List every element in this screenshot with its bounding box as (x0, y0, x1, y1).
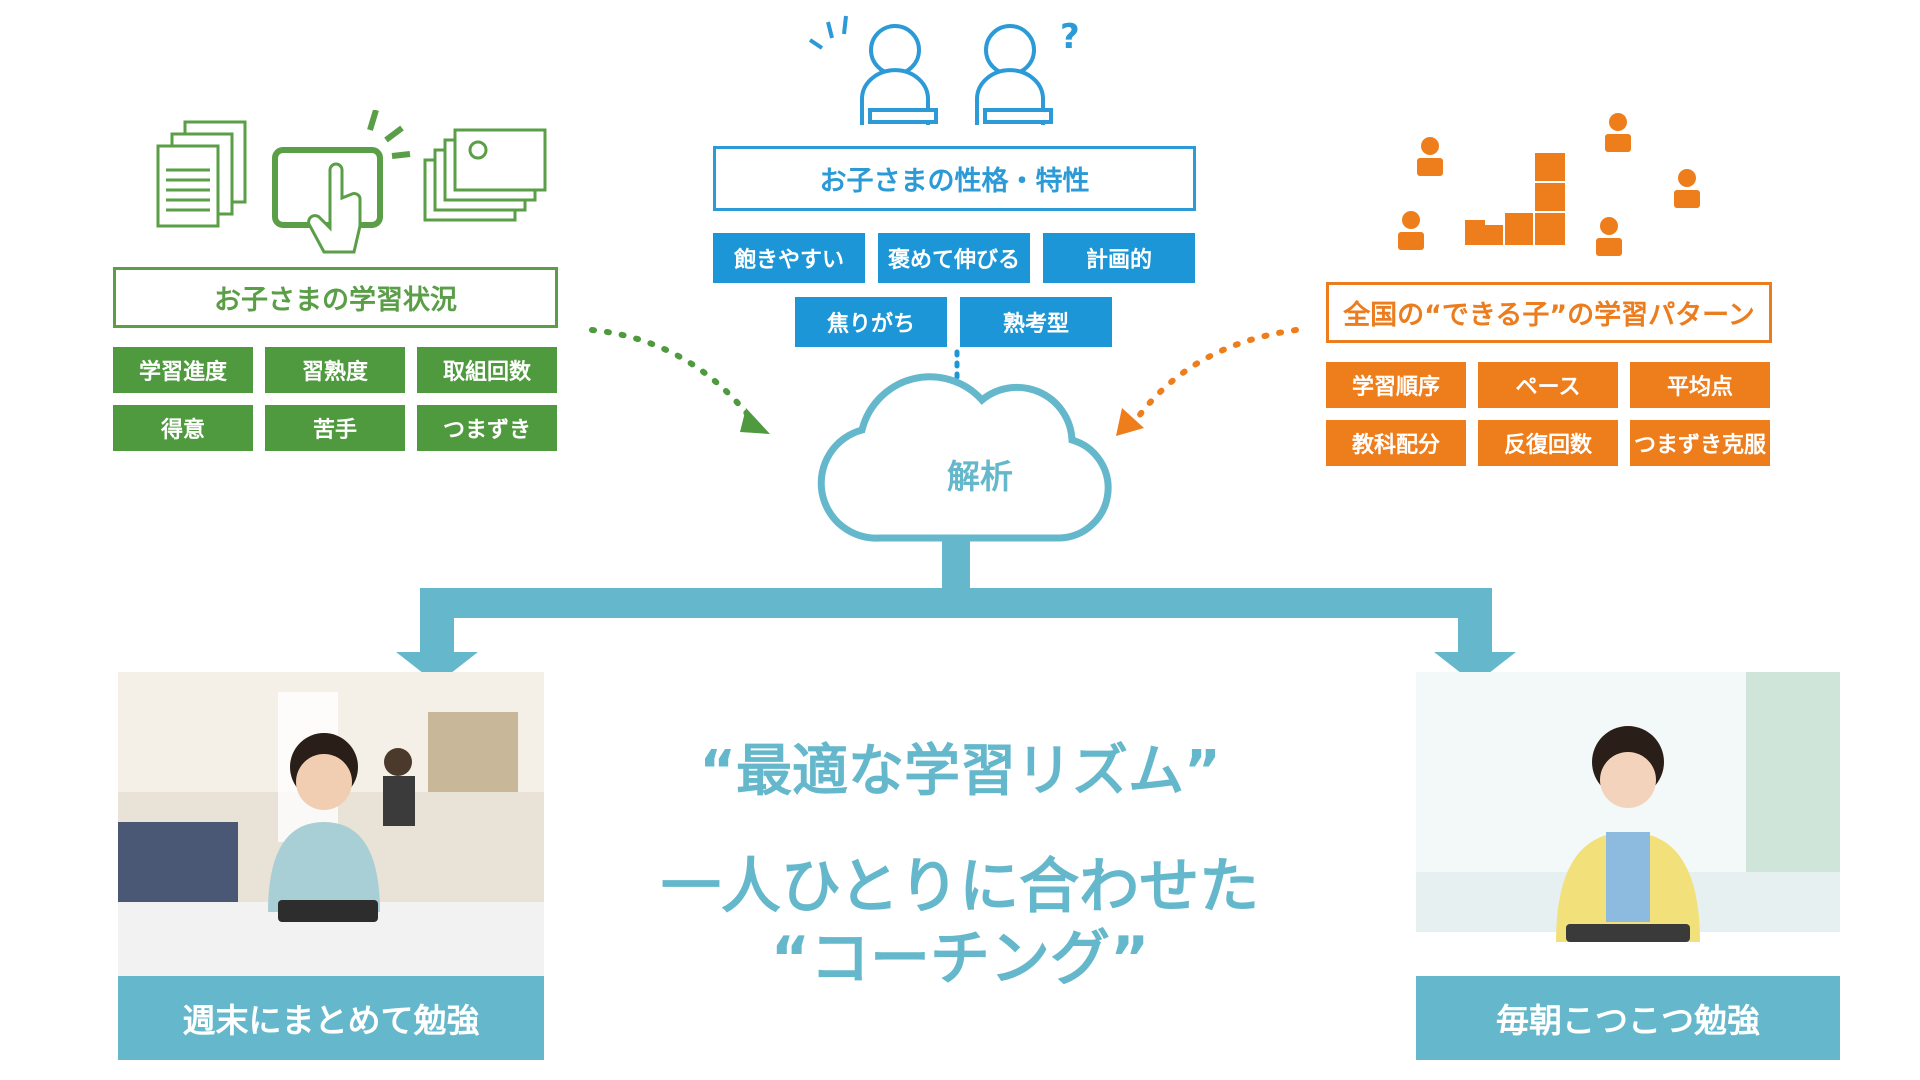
flow-arrows (396, 327, 1516, 684)
connector-trunk (942, 540, 970, 590)
student-girl-icon (860, 24, 938, 125)
student-boy-icon (975, 24, 1053, 125)
tag-praise-grows: 褒めて伸びる (878, 233, 1030, 283)
tag-easily-bored: 飽きやすい (713, 233, 865, 283)
tag-stumbling: つまずき (417, 405, 557, 451)
orange-arrowhead-icon (1116, 408, 1144, 436)
green-dotted-arrow (589, 327, 755, 423)
student-figure-icons (1398, 113, 1700, 256)
morning-study-caption: 毎朝こつこつ勉強 (1416, 976, 1840, 1060)
left-down-arrowhead-icon (396, 652, 478, 684)
hand-pointer-icon (307, 162, 362, 254)
tag-study-order: 学習順序 (1326, 362, 1466, 408)
green-arrowhead-icon (740, 408, 770, 434)
tag-deliberate: 熟考型 (960, 297, 1112, 347)
top-students-icons (1398, 113, 1700, 256)
tag-progress: 学習進度 (113, 347, 253, 393)
blocks-icon (1465, 153, 1565, 245)
connector-bar (420, 588, 1492, 618)
morning-study-photo (1416, 672, 1840, 976)
tag-average-score: 平均点 (1630, 362, 1770, 408)
personality-title: お子さまの性格・特性 (713, 146, 1196, 211)
tag-subject-balance: 教科配分 (1326, 420, 1466, 466)
tag-overcome-stumbling: つまずき克服 (1630, 420, 1770, 466)
screen-stack-icon (423, 128, 547, 222)
tag-mastery: 習熟度 (265, 347, 405, 393)
question-mark-icon: ? (1060, 17, 1080, 57)
personality-icons: ? (808, 15, 1080, 125)
tag-weakness: 苦手 (265, 405, 405, 451)
worksheet-icon (156, 120, 247, 228)
headline-line2: 一人ひとりに合わせた (660, 852, 1260, 922)
weekend-study-caption: 週末にまとめて勉強 (118, 976, 544, 1060)
analysis-label: 解析 (947, 457, 1013, 496)
connector-right-drop (1458, 588, 1492, 654)
tag-impatient: 焦りがち (795, 297, 947, 347)
study-status-icons (156, 110, 547, 254)
tag-planned: 計画的 (1043, 233, 1195, 283)
tag-attempts: 取組回数 (417, 347, 557, 393)
top-students-title: 全国の“できる子”の学習パターン (1326, 282, 1772, 343)
headline-line1: “最適な学習リズム” (699, 739, 1221, 804)
tag-strength: 得意 (113, 405, 253, 451)
connector-left-drop (420, 588, 454, 654)
study-status-title: お子さまの学習状況 (113, 267, 558, 328)
orange-dotted-arrow (1133, 327, 1299, 423)
headline-line3: “コーチング” (770, 924, 1150, 994)
tag-repetitions: 反復回数 (1478, 420, 1618, 466)
right-down-arrowhead-icon (1434, 652, 1516, 684)
cloud-shape (817, 373, 1112, 542)
excited-marks-icon (808, 15, 848, 50)
tag-pace: ペース (1478, 362, 1618, 408)
weekend-study-photo (118, 672, 544, 976)
